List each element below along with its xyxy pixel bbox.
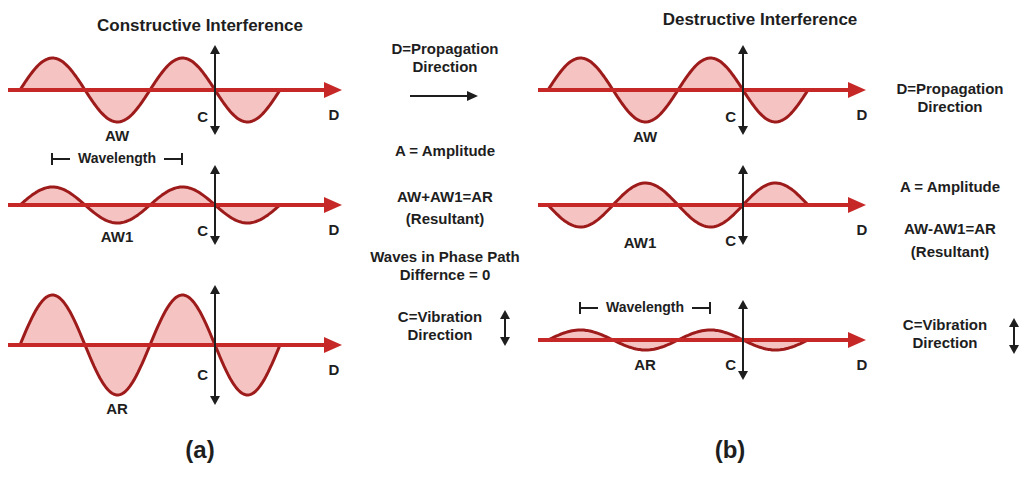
propagation-axis xyxy=(538,203,852,207)
propagation-arrow xyxy=(410,95,468,97)
arrowhead xyxy=(210,45,220,54)
amplitude-label: AW xyxy=(633,128,657,146)
arrowhead xyxy=(210,165,220,174)
panel-heading: Constructive Interference xyxy=(97,16,303,36)
axis-arrowhead xyxy=(324,197,342,213)
arrowhead xyxy=(738,126,748,135)
key-text: Waves in Phase Path Differnce = 0 xyxy=(370,248,520,284)
wavelength-label: Wavelength xyxy=(606,299,684,316)
vibration-arrow xyxy=(214,171,216,239)
axis-arrowhead xyxy=(848,82,866,98)
arrowhead xyxy=(210,236,220,245)
arrowhead xyxy=(467,91,478,101)
direction-label: D xyxy=(857,106,868,124)
arrowhead xyxy=(738,165,748,174)
vibration-label: C xyxy=(725,356,736,374)
axis-arrowhead xyxy=(848,332,866,348)
amplitude-label: AW1 xyxy=(101,228,134,246)
propagation-axis xyxy=(538,338,852,342)
wavelength-label: Wavelength xyxy=(78,150,156,167)
arrowhead xyxy=(1009,318,1019,327)
direction-label: D xyxy=(329,361,340,379)
axis-arrowhead xyxy=(848,197,866,213)
propagation-axis xyxy=(8,343,328,347)
propagation-axis xyxy=(8,203,328,207)
vibration-arrow xyxy=(214,51,216,129)
amplitude-label: AW xyxy=(105,127,129,145)
arrowhead xyxy=(738,236,748,245)
wavelength-dash xyxy=(692,307,710,309)
arrowhead xyxy=(500,337,510,346)
direction-label: D xyxy=(857,356,868,374)
wavelength-dash xyxy=(52,158,70,160)
arrowhead xyxy=(210,285,220,294)
key-text: (Resultant) xyxy=(911,243,989,261)
vibration-arrow xyxy=(504,316,506,340)
vibration-arrow xyxy=(742,306,744,374)
direction-label: D xyxy=(329,106,340,124)
arrowhead xyxy=(210,396,220,405)
equation-text: AW+AW1=AR xyxy=(397,188,493,206)
key-text: (Resultant) xyxy=(406,210,484,228)
vibration-label: C xyxy=(197,366,208,384)
vibration-arrow xyxy=(1013,324,1015,348)
axis-arrowhead xyxy=(324,337,342,353)
wavelength-dash xyxy=(164,158,182,160)
arrowhead xyxy=(1009,345,1019,354)
propagation-axis xyxy=(538,88,852,92)
wavelength-dash xyxy=(580,307,598,309)
arrowhead xyxy=(210,126,220,135)
axis-arrowhead xyxy=(324,82,342,98)
vibration-label: C xyxy=(197,108,208,126)
vibration-arrow xyxy=(742,171,744,239)
direction-label: D xyxy=(329,221,340,239)
direction-label: D xyxy=(857,221,868,239)
arrowhead xyxy=(738,371,748,380)
amplitude-label: AW1 xyxy=(624,234,657,252)
equation-text: AW-AW1=AR xyxy=(904,220,996,238)
panel-caption: (a) xyxy=(185,436,214,465)
vibration-arrow xyxy=(742,51,744,129)
vibration-label: C xyxy=(725,108,736,126)
key-text: D=Propagation Direction xyxy=(370,40,520,76)
vibration-arrow xyxy=(214,291,216,399)
key-text: C=Vibration Direction xyxy=(380,308,500,344)
panel-heading: Destructive Interference xyxy=(663,10,858,30)
panel-caption: (b) xyxy=(715,436,746,465)
key-text: D=Propagation Direction xyxy=(880,80,1020,116)
arrowhead xyxy=(500,310,510,319)
key-text: A = Amplitude xyxy=(395,142,495,160)
arrowhead xyxy=(738,300,748,309)
amplitude-label: AR xyxy=(634,356,656,374)
key-text: C=Vibration Direction xyxy=(885,316,1005,352)
vibration-label: C xyxy=(725,232,736,250)
vibration-label: C xyxy=(197,222,208,240)
arrowhead xyxy=(738,45,748,54)
key-text: A = Amplitude xyxy=(900,178,1000,196)
propagation-axis xyxy=(8,88,328,92)
amplitude-label: AR xyxy=(106,400,128,418)
